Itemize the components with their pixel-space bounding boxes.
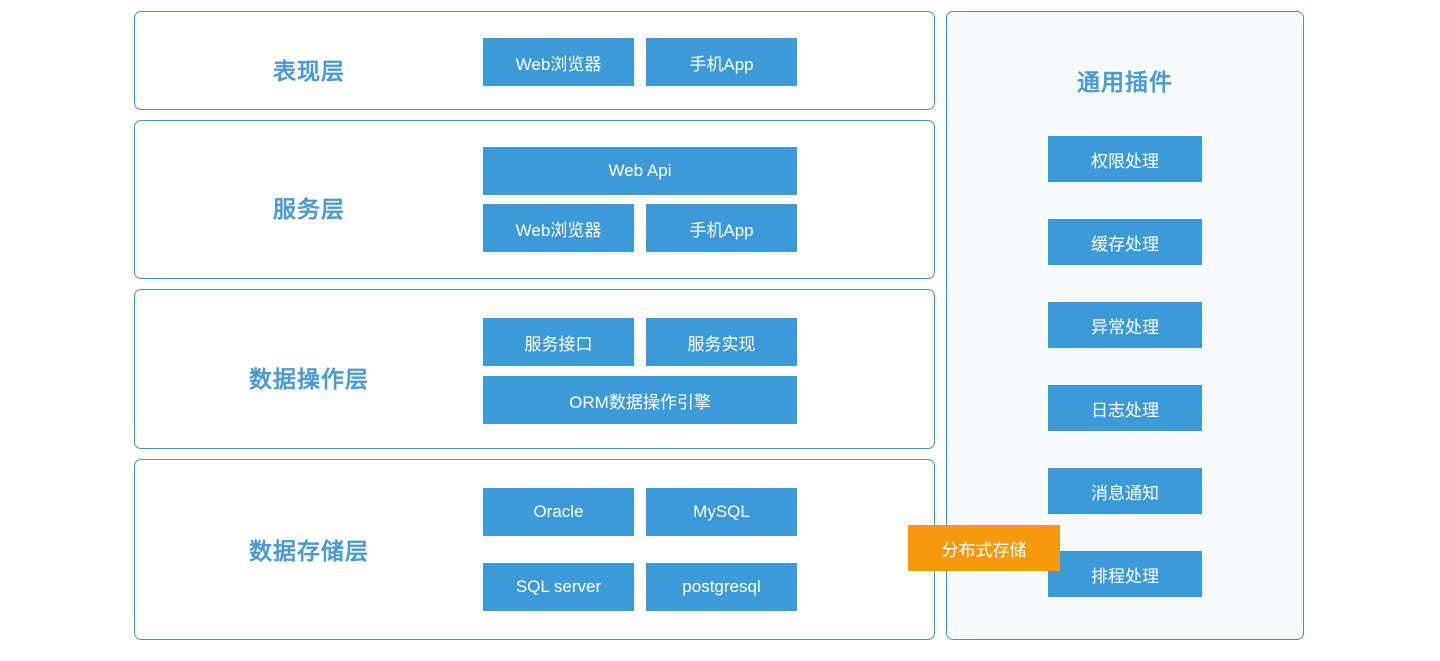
node-box-web-browser[interactable]: Web浏览器 <box>483 204 634 252</box>
node-box-orm-engine[interactable]: ORM数据操作引擎 <box>483 376 797 424</box>
layer-title: 数据操作层 <box>249 366 369 392</box>
node-box-oracle[interactable]: Oracle <box>483 488 634 536</box>
node-box-mobile-app[interactable]: 手机App <box>646 38 797 86</box>
plugin-item-message-notification[interactable]: 消息通知 <box>1048 468 1202 514</box>
plugins-panel-title: 通用插件 <box>1077 69 1173 95</box>
layer-title: 数据存储层 <box>249 538 369 564</box>
node-box-distributed-storage[interactable]: 分布式存储 <box>908 525 1060 571</box>
layer-panel-data-operation: 数据操作层 服务接口 服务实现 ORM数据操作引擎 <box>134 289 935 449</box>
node-box-sql-server[interactable]: SQL server <box>483 563 634 611</box>
layer-panel-service: 服务层 Web Api Web浏览器 手机App <box>134 120 935 279</box>
layer-title: 表现层 <box>273 58 345 84</box>
node-box-web-api[interactable]: Web Api <box>483 147 797 195</box>
node-box-mobile-app[interactable]: 手机App <box>646 204 797 252</box>
node-box-web-browser[interactable]: Web浏览器 <box>483 38 634 86</box>
node-box-postgresql[interactable]: postgresql <box>646 563 797 611</box>
plugin-item-cache[interactable]: 缓存处理 <box>1048 219 1202 265</box>
layer-title: 服务层 <box>273 196 345 222</box>
node-box-service-interface[interactable]: 服务接口 <box>483 318 634 366</box>
layer-panel-presentation: 表现层 Web浏览器 手机App <box>134 11 935 110</box>
plugin-item-logging[interactable]: 日志处理 <box>1048 385 1202 431</box>
node-box-service-implementation[interactable]: 服务实现 <box>646 318 797 366</box>
plugin-item-permission[interactable]: 权限处理 <box>1048 136 1202 182</box>
plugins-list: 权限处理 缓存处理 异常处理 日志处理 消息通知 排程处理 <box>947 136 1303 597</box>
layer-panel-data-storage: 数据存储层 Oracle MySQL SQL server postgresql… <box>134 459 1060 640</box>
plugins-panel: 通用插件 权限处理 缓存处理 异常处理 日志处理 消息通知 排程处理 <box>946 11 1304 640</box>
node-box-mysql[interactable]: MySQL <box>646 488 797 536</box>
plugin-item-exception[interactable]: 异常处理 <box>1048 302 1202 348</box>
plugin-item-scheduling[interactable]: 排程处理 <box>1048 551 1202 597</box>
